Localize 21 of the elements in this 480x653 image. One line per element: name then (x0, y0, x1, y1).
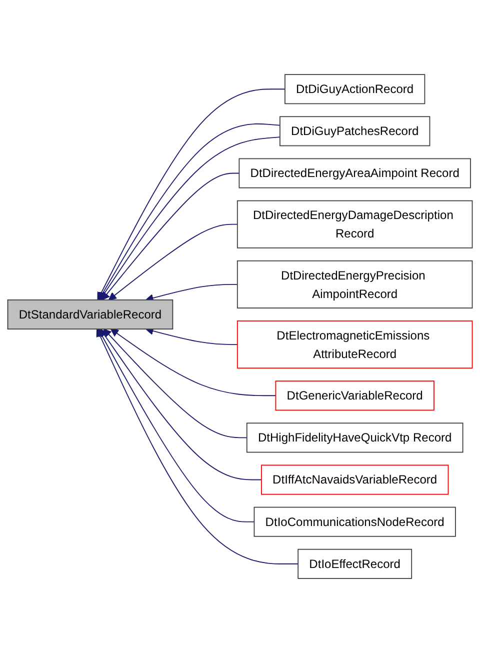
arrow (100, 328, 262, 480)
node-box: DtDiGuyPatchesRecord (279, 116, 430, 146)
node-box: DtGenericVariableRecord (275, 380, 434, 411)
node-box: DtDirectedEnergyPrecision AimpointRecord (236, 260, 473, 308)
node-box: DtHighFidelityHaveQuickVtp Record (246, 422, 464, 453)
arrow (108, 224, 238, 300)
arrow (110, 328, 276, 396)
node-box: DtElectromagneticEmissions AttributeRecord (236, 320, 473, 369)
arrow (97, 88, 286, 300)
node-box: DtIffAtcNavaidsVariableRecord (261, 464, 449, 495)
arrow (146, 284, 238, 302)
arrow (102, 172, 240, 300)
arrow (103, 328, 248, 438)
arrow (96, 328, 299, 564)
node-box: DtDirectedEnergyDamageDescription Record (236, 200, 473, 248)
arrow (98, 328, 255, 522)
node-box: DtDirectedEnergyAreaAimpoint Record (238, 158, 471, 188)
node-box: DtIoCommunicationsNodeRecord (254, 506, 456, 537)
node-box: DtDiGuyActionRecord (284, 74, 426, 104)
node-box: DtStandardVariableRecord (7, 299, 174, 330)
node-box: DtIoEffectRecord (298, 548, 412, 579)
